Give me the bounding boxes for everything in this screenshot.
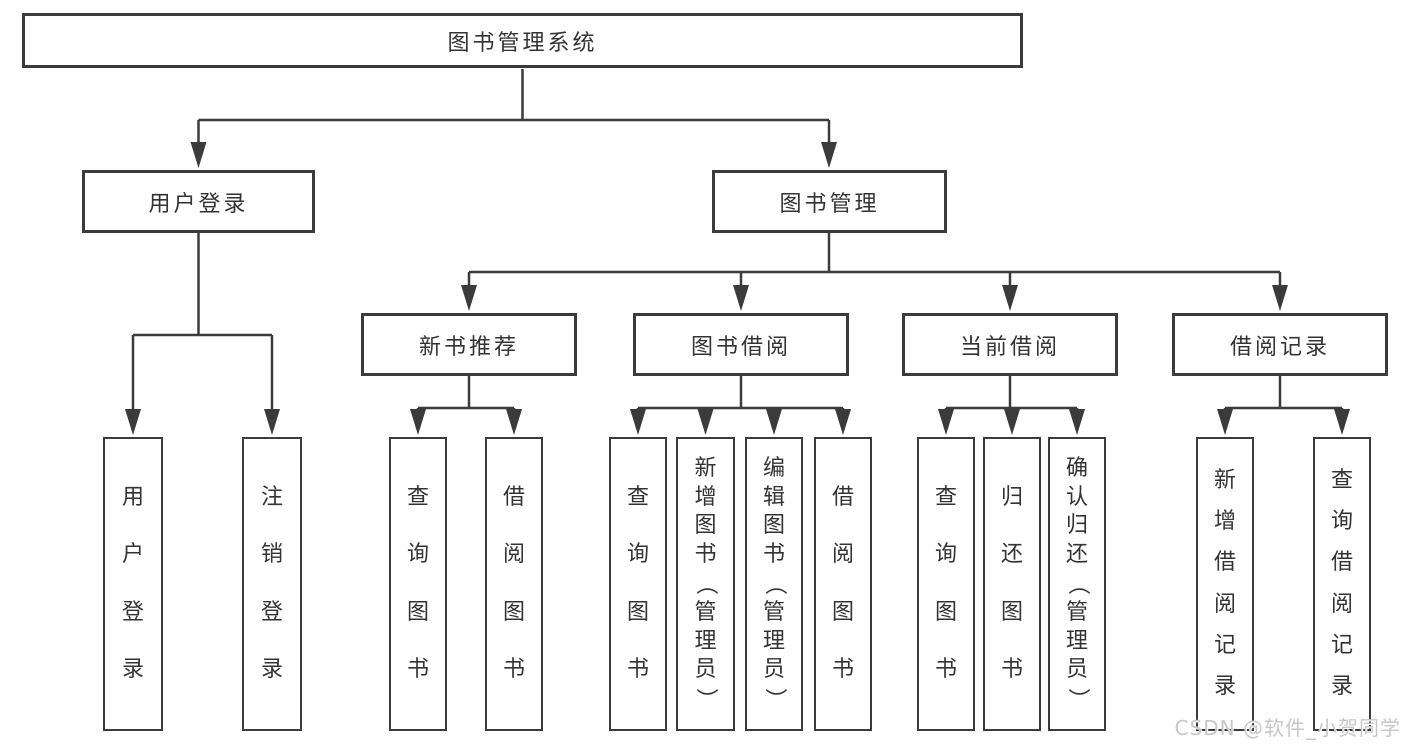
connector-borrow: [636, 376, 845, 413]
leaf-add-borrow-record: 新增借阅记录: [1196, 437, 1254, 731]
node-new-book-recommend: 新书推荐: [361, 313, 577, 376]
connector-recommend: [416, 376, 516, 413]
leaf-edit-books-admin-label: 编辑图书（管理员）: [761, 455, 787, 711]
leaf-query-books-current-label: 查询图书: [934, 484, 957, 683]
leaf-return-books: 归还图书: [983, 437, 1041, 731]
leaf-query-borrow-record-label: 查询借阅记录: [1330, 468, 1353, 699]
node-borrow-records: 借阅记录: [1172, 313, 1388, 376]
leaf-user-login-label: 用户登录: [121, 484, 144, 683]
leaf-query-books-recommend: 查询图书: [389, 437, 447, 731]
leaf-borrow-books: 借阅图书: [814, 437, 872, 731]
node-book-borrow: 图书借阅: [633, 313, 849, 376]
leaf-borrow-books-recommend-label: 借阅图书: [502, 484, 525, 683]
leaf-add-books-admin: 新增图书（管理员）: [676, 437, 735, 731]
leaf-query-books-borrow-label: 查询图书: [626, 484, 649, 683]
node-current-borrow: 当前借阅: [902, 313, 1118, 376]
node-library-system: 图书管理系统: [22, 13, 1023, 68]
leaf-add-borrow-record-label: 新增借阅记录: [1213, 468, 1236, 699]
leaf-confirm-return-admin-label: 确认归还（管理员）: [1064, 455, 1090, 711]
leaf-logout-label: 注销登录: [260, 484, 283, 683]
leaf-query-borrow-record: 查询借阅记录: [1313, 437, 1371, 731]
leaf-return-books-label: 归还图书: [1000, 484, 1023, 683]
node-book-management: 图书管理: [712, 170, 947, 233]
connector-records: [1223, 376, 1344, 413]
leaf-query-books-current: 查询图书: [917, 437, 975, 731]
leaf-logout: 注销登录: [242, 437, 302, 731]
leaf-query-books-borrow: 查询图书: [609, 437, 667, 731]
leaf-user-login: 用户登录: [103, 437, 163, 731]
leaf-add-books-admin-label: 新增图书（管理员）: [693, 455, 719, 711]
leaf-borrow-books-label: 借阅图书: [831, 484, 854, 683]
node-user-login: 用户登录: [82, 170, 315, 233]
csdn-watermark: CSDN @软件_小贺同学: [1174, 716, 1401, 740]
leaf-query-books-recommend-label: 查询图书: [406, 484, 429, 683]
connector-root: [197, 69, 831, 148]
connector-user-login: [131, 233, 274, 413]
leaf-confirm-return-admin: 确认归还（管理员）: [1048, 437, 1106, 731]
connector-book-mgmt: [467, 233, 1282, 290]
connector-current: [944, 376, 1079, 413]
leaf-edit-books-admin: 编辑图书（管理员）: [745, 437, 803, 731]
arrowheads: [125, 142, 1350, 435]
leaf-borrow-books-recommend: 借阅图书: [485, 437, 543, 731]
